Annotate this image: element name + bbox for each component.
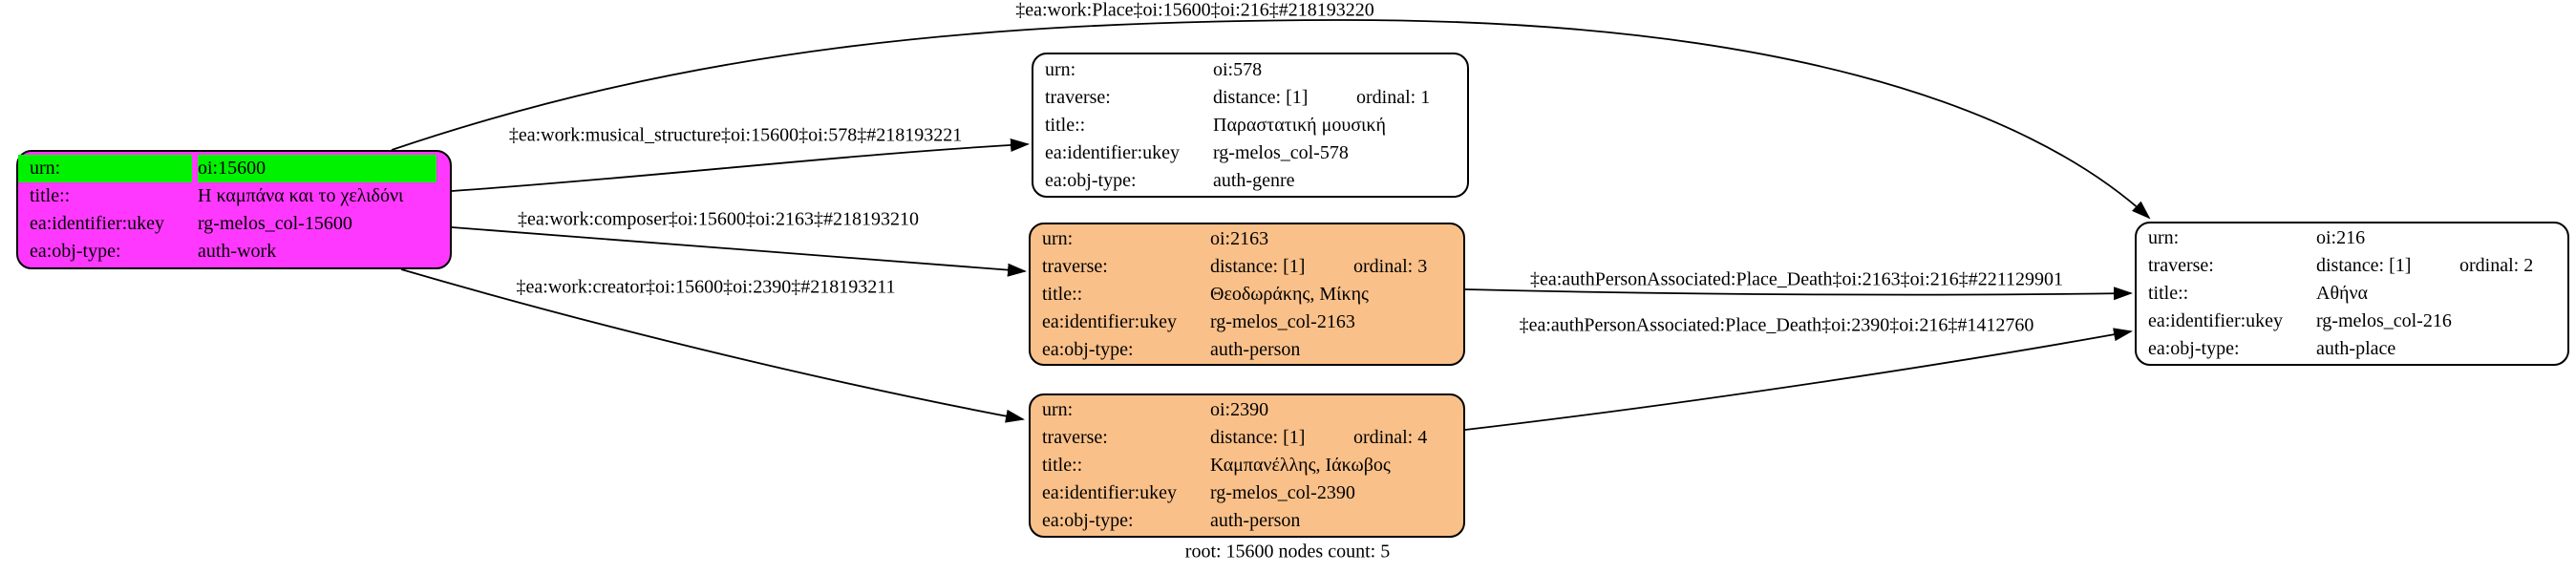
node-row-title: title:: Καμπανέλλης, Ιάκωβος: [1031, 452, 1463, 479]
edge-label-work-creator: ‡ea:work:creator‡oi:15600‡oi:2390‡#21819…: [516, 276, 896, 298]
node-row-urn: urn: oi:578: [1033, 56, 1467, 84]
node-person-2163: urn: oi:2163 traverse: distance: [1] ordi…: [1029, 223, 1465, 366]
row-value: oi:2390: [1210, 399, 1269, 420]
edge-label-work-place: ‡ea:work:Place‡oi:15600‡oi:216‡#21819322…: [1015, 0, 1374, 21]
row-value: Θεοδωράκης, Μίκης: [1210, 283, 1369, 305]
row-key: traverse:: [1042, 427, 1108, 448]
node-row-identifier: ea:identifier:ukey rg-melos_col-216: [2137, 308, 2567, 335]
node-row-obj-type: ea:obj-type: auth-place: [2137, 335, 2567, 363]
row-key: ea:obj-type:: [2148, 338, 2240, 359]
row-value: auth-genre: [1213, 169, 1295, 191]
row-key: urn:: [18, 154, 192, 182]
row-value: rg-melos_col-15600: [198, 212, 352, 234]
row-value: rg-melos_col-578: [1213, 141, 1349, 163]
traverse-distance: distance: [1]: [1210, 427, 1306, 448]
row-key: urn:: [2148, 227, 2180, 248]
edge-label-place-death-2163: ‡ea:authPersonAssociated:Place_Death‡oi:…: [1529, 268, 2064, 290]
edge-work-musical-structure: [451, 138, 1030, 192]
row-value: oi:216: [2316, 227, 2366, 248]
node-row-traverse: traverse: distance: [1] ordinal: 1: [1033, 84, 1467, 112]
row-key: traverse:: [2148, 255, 2214, 276]
row-value: oi:2163: [1210, 227, 1269, 249]
row-key: title::: [2148, 283, 2189, 304]
node-row-obj-type: ea:obj-type: auth-work: [18, 238, 450, 266]
node-row-identifier: ea:identifier:ukey rg-melos_col-15600: [18, 210, 450, 238]
node-row-title: title:: Παραστατική μουσική: [1033, 112, 1467, 139]
row-key: ea:obj-type:: [1042, 338, 1134, 360]
node-place-216: urn: oi:216 traverse: distance: [1] ordin…: [2135, 222, 2569, 366]
traverse-distance: distance: [1]: [1213, 86, 1309, 108]
row-value: Αθήνα: [2316, 283, 2369, 304]
node-row-traverse: traverse: distance: [1] ordinal: 4: [1031, 424, 1463, 452]
node-work-15600: urn: oi:15600 title:: Η καμπάνα και το χ…: [16, 150, 452, 269]
row-value: distance: [1] ordinal: 2: [2316, 252, 2554, 280]
row-key: ea:identifier:ukey: [1042, 310, 1178, 332]
row-key: urn:: [1042, 227, 1074, 249]
node-row-title: title:: Θεοδωράκης, Μίκης: [1031, 281, 1463, 308]
row-value: rg-melos_col-2390: [1210, 482, 1355, 503]
row-key: traverse:: [1042, 255, 1108, 277]
node-row-urn: urn: oi:216: [2137, 224, 2567, 252]
row-key: title::: [1042, 455, 1083, 476]
row-value: distance: [1] ordinal: 1: [1213, 84, 1454, 112]
row-value: distance: [1] ordinal: 3: [1210, 253, 1450, 281]
row-key: ea:identifier:ukey: [1045, 141, 1181, 163]
node-genre-578: urn: oi:578 traverse: distance: [1] ordin…: [1032, 53, 1469, 198]
node-row-urn: urn: oi:2163: [1031, 225, 1463, 253]
row-value: auth-person: [1210, 510, 1301, 531]
traverse-ordinal: ordinal: 2: [2459, 255, 2534, 276]
row-key: ea:identifier:ukey: [30, 212, 165, 234]
node-row-traverse: traverse: distance: [1] ordinal: 3: [1031, 253, 1463, 281]
row-value: auth-person: [1210, 338, 1301, 360]
traverse-distance: distance: [1]: [1210, 255, 1306, 277]
node-person-2390: urn: oi:2390 traverse: distance: [1] ordi…: [1029, 393, 1465, 538]
row-value: auth-place: [2316, 338, 2396, 359]
node-row-urn: urn: oi:2390: [1031, 396, 1463, 424]
traverse-ordinal: ordinal: 3: [1353, 255, 1428, 277]
node-row-title: title:: Αθήνα: [2137, 280, 2567, 308]
row-key: title::: [1045, 114, 1086, 136]
edge-label-work-musical-structure: ‡ea:work:musical_structure‡oi:15600‡oi:5…: [508, 124, 963, 146]
row-value: auth-work: [198, 240, 277, 262]
node-row-traverse: traverse: distance: [1] ordinal: 2: [2137, 252, 2567, 280]
row-value: Καμπανέλλης, Ιάκωβος: [1210, 455, 1391, 476]
row-key: ea:obj-type:: [30, 240, 121, 262]
node-row-obj-type: ea:obj-type: auth-person: [1031, 507, 1463, 535]
node-row-identifier: ea:identifier:ukey rg-melos_col-2163: [1031, 308, 1463, 336]
row-key: ea:obj-type:: [1042, 510, 1134, 531]
row-key: title::: [30, 184, 71, 206]
row-value: distance: [1] ordinal: 4: [1210, 424, 1450, 452]
row-value: oi:15600: [198, 154, 436, 182]
edge-person2390-place-death: [1464, 328, 2133, 431]
edge-label-work-composer: ‡ea:work:composer‡oi:15600‡oi:2163‡#2181…: [518, 208, 919, 230]
row-key: ea:obj-type:: [1045, 169, 1137, 191]
edge-work-place: [391, 19, 2151, 220]
row-key: traverse:: [1045, 86, 1111, 108]
node-row-obj-type: ea:obj-type: auth-person: [1031, 336, 1463, 364]
traverse-ordinal: ordinal: 1: [1356, 86, 1431, 108]
edge-person2163-place-death: [1464, 287, 2133, 301]
node-row-obj-type: ea:obj-type: auth-genre: [1033, 167, 1467, 195]
node-row-identifier: ea:identifier:ukey rg-melos_col-2390: [1031, 479, 1463, 507]
graph-footer: root: 15600 nodes count: 5: [1184, 541, 1391, 563]
row-value: rg-melos_col-216: [2316, 310, 2452, 331]
edge-work-creator: [400, 268, 1025, 423]
row-value: rg-melos_col-2163: [1210, 310, 1355, 332]
node-row-urn: urn: oi:15600: [18, 154, 450, 182]
row-key: title::: [1042, 283, 1083, 305]
row-key: ea:identifier:ukey: [1042, 482, 1178, 503]
node-row-title: title:: Η καμπάνα και το χελιδόνι: [18, 182, 450, 210]
row-value: Η καμπάνα και το χελιδόνι: [198, 184, 404, 206]
node-row-identifier: ea:identifier:ukey rg-melos_col-578: [1033, 139, 1467, 167]
row-key: urn:: [1045, 58, 1076, 80]
traverse-ordinal: ordinal: 4: [1353, 427, 1428, 448]
edge-label-place-death-2390: ‡ea:authPersonAssociated:Place_Death‡oi:…: [1519, 314, 2034, 336]
row-key: ea:identifier:ukey: [2148, 310, 2284, 331]
edge-work-composer: [451, 226, 1027, 277]
row-value: Παραστατική μουσική: [1213, 114, 1386, 136]
row-value: oi:578: [1213, 58, 1263, 80]
row-key: urn:: [1042, 399, 1074, 420]
traverse-distance: distance: [1]: [2316, 255, 2412, 276]
